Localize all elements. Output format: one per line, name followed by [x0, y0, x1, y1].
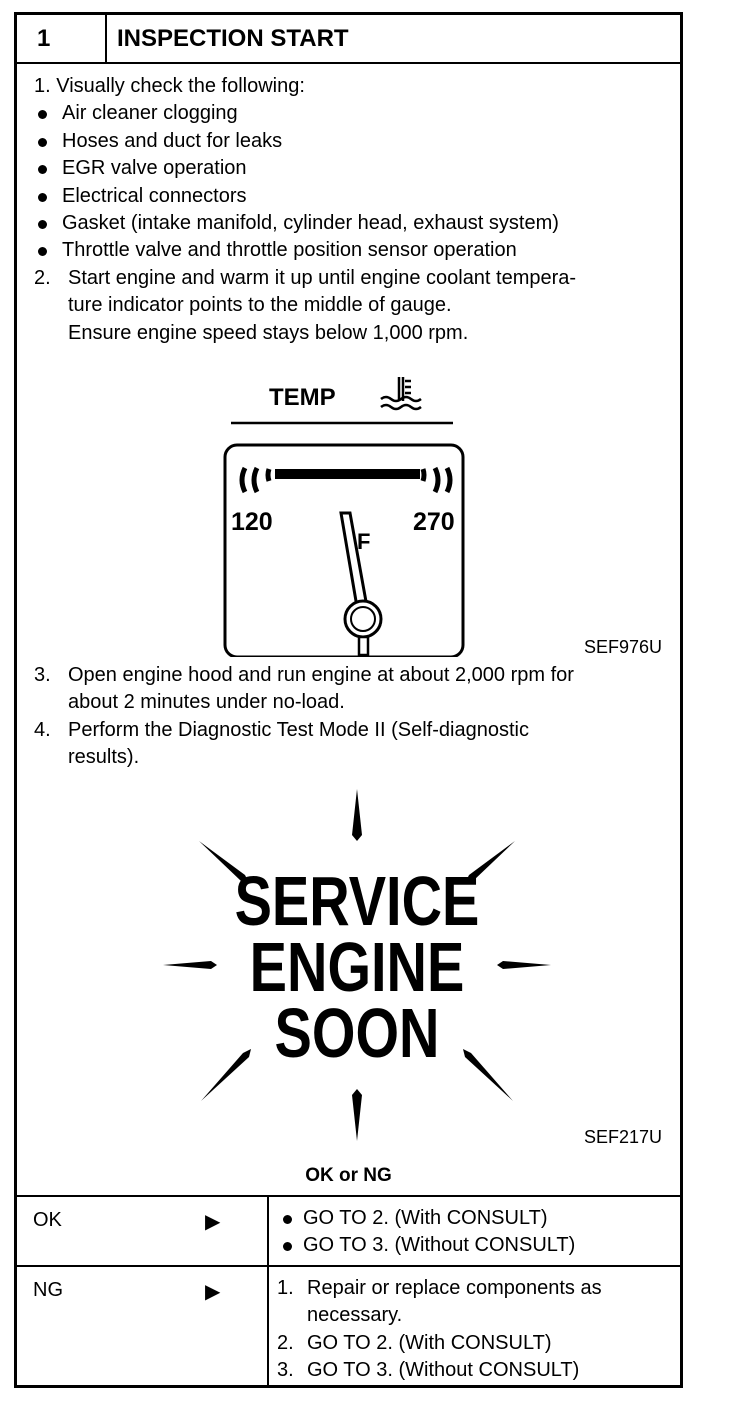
inspection-procedure-box: 1 INSPECTION START 1. Visually check the…: [14, 12, 683, 1388]
gauge-unit-label: F: [357, 529, 370, 554]
lamp-text-line: ENGINE: [250, 929, 465, 1006]
step-4-continued: results).: [68, 746, 140, 769]
step-2: 2. Start engine and warm it up until eng…: [34, 266, 577, 289]
step-1: 1. Visually check the following:: [34, 75, 305, 97]
gauge-high-label: 270: [413, 508, 455, 536]
figure-reference: SEF976U: [584, 637, 663, 657]
gauge-low-label: 120: [231, 508, 273, 536]
step-2-continued: Ensure engine speed stays below 1,000 rp…: [68, 321, 469, 344]
bullet-item: Throttle valve and throttle position sen…: [34, 237, 576, 264]
step-list-lower: 3. Open engine hood and run engine at ab…: [34, 662, 574, 772]
gauge-end-marks: [239, 466, 453, 494]
coolant-temperature-icon: [380, 377, 422, 411]
gauge-face: [223, 443, 465, 657]
step-list-upper: 1. Visually check the following: Air cle…: [34, 73, 576, 347]
lamp-text-line: SOON: [275, 995, 440, 1072]
step-3: 3. Open engine hood and run engine at ab…: [34, 664, 574, 686]
step-1-text: Visually check the following:: [56, 75, 305, 97]
step-number: 1: [17, 15, 107, 62]
service-engine-soon-lamp-figure: SERVICE ENGINE SOON: [163, 789, 551, 1141]
result-row-ng: NG ▶ 1. Repair or replace components as …: [17, 1265, 680, 1388]
flash-rays: [163, 789, 551, 1141]
procedure-header: 1 INSPECTION START: [17, 15, 680, 64]
action-item: 2. GO TO 2. (With CONSULT): [277, 1331, 552, 1354]
result-actions: GO TO 2. (With CONSULT) GO TO 3. (Withou…: [267, 1197, 680, 1265]
bullet-item: Electrical connectors: [34, 183, 576, 210]
action-item-continued: necessary.: [307, 1304, 403, 1327]
result-row-ok: OK ▶ GO TO 2. (With CONSULT) GO TO 3. (W…: [17, 1195, 680, 1265]
arrow-right-icon: ▶: [205, 1281, 221, 1303]
arrow-right-icon: ▶: [205, 1211, 221, 1233]
bullet-item: EGR valve operation: [34, 155, 576, 182]
action-item: 3. GO TO 3. (Without CONSULT): [277, 1359, 580, 1382]
gauge-normal-band: [275, 469, 420, 479]
result-label: OK: [33, 1209, 62, 1231]
bullet-item: Hoses and duct for leaks: [34, 128, 576, 155]
result-prompt: OK or NG: [305, 1165, 392, 1186]
lamp-text-line: SERVICE: [235, 863, 480, 940]
gauge-title: TEMP: [269, 384, 336, 411]
temperature-gauge-figure: TEMP 120 270 F: [223, 377, 465, 657]
action-item: GO TO 3. (Without CONSULT): [277, 1232, 680, 1259]
result-actions: 1. Repair or replace components as neces…: [267, 1267, 680, 1388]
step-2-continued: ture indicator points to the middle of g…: [68, 294, 452, 317]
bullet-item: Air cleaner clogging: [34, 100, 576, 127]
step-4: 4. Perform the Diagnostic Test Mode II (…: [34, 718, 529, 741]
step-title: INSPECTION START: [117, 25, 349, 52]
action-item: 1. Repair or replace components as: [277, 1277, 602, 1299]
figure-reference: SEF217U: [584, 1127, 663, 1147]
bullet-item: Gasket (intake manifold, cylinder head, …: [34, 210, 576, 237]
result-label: NG: [33, 1279, 63, 1301]
action-item: GO TO 2. (With CONSULT): [277, 1205, 680, 1232]
step-3-continued: about 2 minutes under no-load.: [68, 691, 345, 714]
